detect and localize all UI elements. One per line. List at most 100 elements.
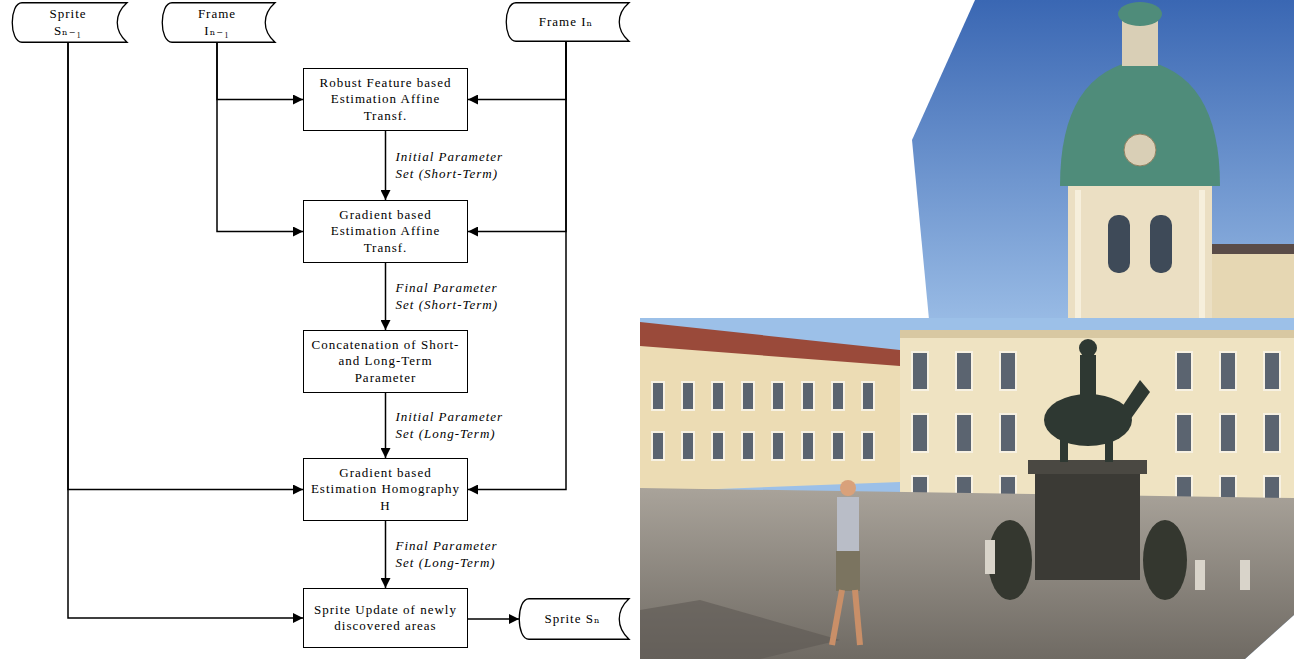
node-text: Gradient based Estimation Homography H xyxy=(310,465,461,514)
flow-arrow xyxy=(385,131,387,200)
window xyxy=(652,382,664,410)
horse-head xyxy=(1120,380,1150,420)
window xyxy=(912,352,928,390)
window xyxy=(682,382,694,410)
wing-roof xyxy=(1200,244,1294,254)
edge-label: Initial Parameter Set (Short-Term) xyxy=(396,149,516,182)
rider-head xyxy=(1079,339,1097,357)
node-text: Gradient based Estimation Affine Transf. xyxy=(310,207,461,256)
flow-arrow xyxy=(385,521,387,588)
node-text: Sprite Sₙ xyxy=(544,611,600,627)
pedestal-top xyxy=(1028,460,1147,474)
stored-data: Frame Iₙ₋₁ xyxy=(158,2,276,43)
process-box: Gradient based Estimation Homography H xyxy=(303,458,468,521)
node-text: Concatenation of Short- and Long-Term Pa… xyxy=(310,337,461,386)
window xyxy=(1000,352,1016,390)
node-text: Sprite Sₙ₋₁ xyxy=(37,6,99,39)
node-text: Robust Feature based Estimation Affine T… xyxy=(310,75,461,124)
process-box: Gradient based Estimation Affine Transf. xyxy=(303,200,468,263)
stored-data-shape xyxy=(519,599,629,640)
shadow xyxy=(640,600,840,659)
statue-figure xyxy=(1143,520,1187,600)
window xyxy=(956,352,972,390)
walking-person xyxy=(832,480,860,645)
window xyxy=(956,414,972,452)
window xyxy=(772,432,784,460)
node-text: Sprite Update of newly discovered areas xyxy=(310,602,461,635)
cobblestone-ground xyxy=(640,488,1294,659)
window xyxy=(652,432,664,460)
flow-arrow xyxy=(468,42,566,100)
window xyxy=(1220,352,1236,390)
window xyxy=(912,414,928,452)
tower-window xyxy=(1150,215,1172,273)
node-text: Frame Iₙ xyxy=(539,14,593,30)
tower-column xyxy=(1075,190,1081,335)
stored-data: Frame Iₙ xyxy=(502,2,630,42)
tower-window xyxy=(1108,215,1130,273)
flow-arrow xyxy=(385,263,387,330)
flow-arrow xyxy=(468,618,519,620)
left-wing-facade xyxy=(640,346,900,492)
window xyxy=(1176,352,1192,390)
tower-body xyxy=(1068,178,1212,338)
person-shorts xyxy=(836,551,860,591)
process-box: Sprite Update of newly discovered areas xyxy=(303,588,468,648)
window xyxy=(712,382,724,410)
tower-dome xyxy=(1060,60,1220,186)
flow-arrow xyxy=(468,42,566,232)
process-box: Concatenation of Short- and Long-Term Pa… xyxy=(303,330,468,393)
statue-pedestal xyxy=(1035,470,1140,580)
flow-arrow xyxy=(68,43,303,490)
window xyxy=(682,432,694,460)
window xyxy=(832,382,844,410)
stored-data-shape xyxy=(506,3,629,42)
window xyxy=(862,382,874,410)
horse-leg xyxy=(1105,420,1113,462)
cornice xyxy=(900,330,1294,338)
window xyxy=(772,382,784,410)
bollard xyxy=(1195,560,1205,590)
edge-label: Initial Parameter Set (Long-Term) xyxy=(396,409,516,442)
stored-data-shape xyxy=(12,3,127,43)
window xyxy=(1220,414,1236,452)
window xyxy=(1264,352,1280,390)
edge-label: Final Parameter Set (Short-Term) xyxy=(396,280,516,313)
window xyxy=(1264,414,1280,452)
person-head xyxy=(840,480,856,496)
window xyxy=(742,382,754,410)
window xyxy=(832,432,844,460)
tower-column xyxy=(1199,190,1205,335)
flow-arrow xyxy=(217,43,303,100)
stored-data: Sprite Sₙ xyxy=(515,598,630,640)
flow-arrow xyxy=(385,393,387,458)
bollard xyxy=(1240,560,1250,590)
window xyxy=(862,432,874,460)
window xyxy=(1176,414,1192,452)
edge-label: Final Parameter Set (Long-Term) xyxy=(396,538,516,571)
person-leg xyxy=(855,590,860,645)
bollard xyxy=(985,540,995,574)
person-leg xyxy=(832,590,842,645)
flow-arrow xyxy=(68,43,303,618)
window xyxy=(712,432,724,460)
lower-frame xyxy=(640,318,1294,659)
sky xyxy=(640,318,1294,659)
person-shirt xyxy=(837,497,859,553)
window xyxy=(802,382,814,410)
statue-rider xyxy=(1080,355,1096,410)
flow-arrow xyxy=(217,43,303,232)
stored-data-shape xyxy=(162,3,275,43)
lantern-dome xyxy=(1118,2,1162,26)
upper-frame xyxy=(912,0,1294,338)
horse-leg xyxy=(1060,420,1068,462)
tower-clock xyxy=(1124,134,1156,166)
process-box: Robust Feature based Estimation Affine T… xyxy=(303,68,468,131)
window xyxy=(802,432,814,460)
window xyxy=(1000,414,1016,452)
node-text: Frame Iₙ₋₁ xyxy=(186,6,248,39)
stored-data: Sprite Sₙ₋₁ xyxy=(8,2,128,43)
